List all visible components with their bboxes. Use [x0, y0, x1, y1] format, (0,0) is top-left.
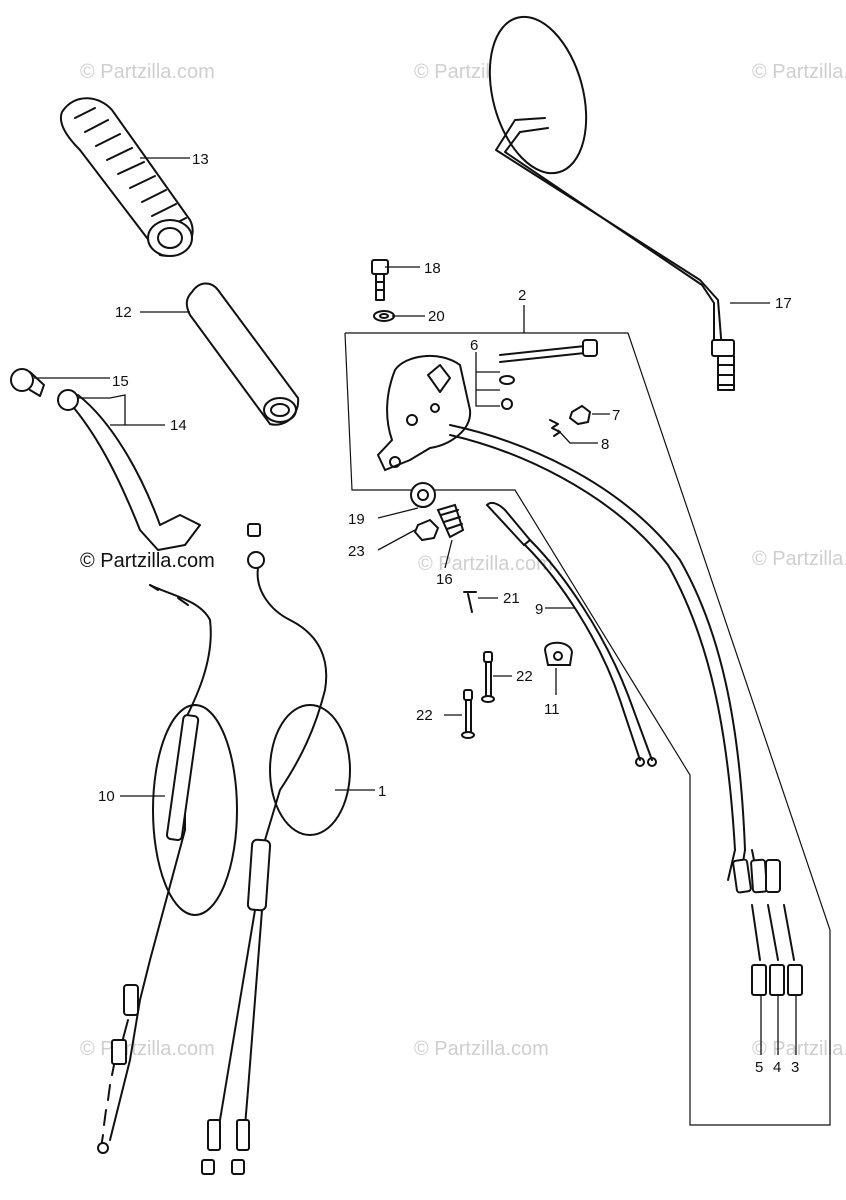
- callout-2: 2: [518, 287, 526, 304]
- watermark: © Partzilla.com: [414, 1038, 549, 1060]
- throttle-cable: [201, 523, 351, 1175]
- switch-housing: [376, 354, 803, 996]
- callout-22a: 22: [516, 668, 533, 685]
- callout-7: 7: [612, 407, 620, 424]
- clamp-11: [543, 641, 574, 666]
- callout-19: 19: [348, 511, 365, 528]
- screw-21: [463, 591, 477, 613]
- watermark: © Partzilla.com: [418, 553, 553, 575]
- callout-10: 10: [98, 788, 115, 805]
- callout-5: 5: [755, 1059, 763, 1076]
- watermark: © Partzilla.com: [752, 61, 846, 83]
- callouts: 13 12 15 14 10 1 18 20 2 17 6 7 8 19 23 …: [98, 151, 799, 1076]
- callout-18: 18: [424, 260, 441, 277]
- adjuster-16: [436, 503, 465, 539]
- callout-6: 6: [470, 337, 478, 354]
- spring-8: [549, 419, 561, 437]
- callout-12: 12: [115, 304, 132, 321]
- callout-8: 8: [601, 436, 609, 453]
- switch-screw-set: [499, 339, 598, 410]
- callout-16: 16: [436, 571, 453, 588]
- callout-9: 9: [535, 601, 543, 618]
- clutch-lever: [57, 389, 201, 551]
- callout-3: 3: [791, 1059, 799, 1076]
- callout-11: 11: [544, 701, 560, 718]
- bolt-18: [371, 259, 389, 301]
- stop-switch-wire: [485, 501, 657, 767]
- mirror: [488, 15, 735, 391]
- screw-22a: [481, 651, 495, 703]
- callout-15: 15: [112, 373, 129, 390]
- callout-22b: 22: [416, 707, 433, 724]
- washer-20: [373, 310, 395, 322]
- callout-14: 14: [170, 417, 187, 434]
- watermark: © Partzilla.com: [752, 548, 846, 570]
- watermark: © Partzilla.com: [80, 61, 215, 83]
- leader-lines: [34, 157, 797, 1055]
- screw-22b: [461, 689, 475, 739]
- callout-17: 17: [775, 295, 792, 312]
- lever-knob: [10, 368, 45, 397]
- clutch-cable: [97, 584, 238, 1154]
- nut-23: [413, 518, 440, 542]
- callout-13: 13: [192, 151, 209, 168]
- assembly-frame: [344, 332, 831, 1126]
- grip-rubber: [60, 97, 194, 257]
- watermarks: © Partzilla.com © Partzilla.com © Partzi…: [80, 61, 846, 1060]
- callout-23: 23: [348, 543, 365, 560]
- watermark: © Partzilla.com: [752, 1038, 846, 1060]
- callout-21: 21: [503, 590, 520, 607]
- nut-7: [568, 404, 592, 426]
- watermark-dark: © Partzilla.com: [80, 550, 215, 572]
- callout-1: 1: [378, 783, 386, 800]
- throttle-grip-pipe: [185, 282, 300, 426]
- collar-19: [410, 482, 436, 508]
- callout-20: 20: [428, 308, 445, 325]
- watermark: © Partzilla.com: [80, 1038, 215, 1060]
- callout-4: 4: [773, 1059, 781, 1076]
